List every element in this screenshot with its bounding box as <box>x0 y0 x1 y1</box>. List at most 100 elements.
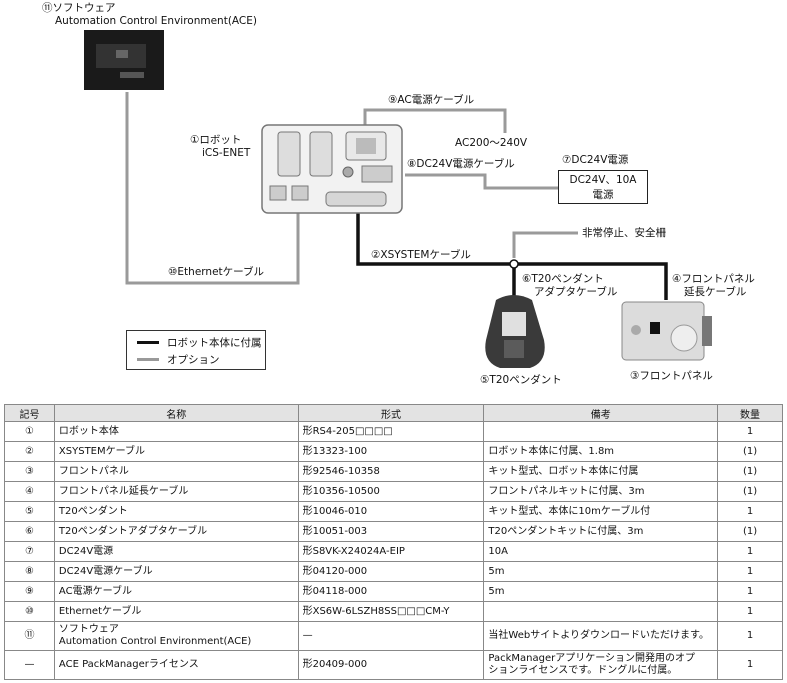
cell-name: T20ペンダント <box>53 501 299 522</box>
cell-qty: (1) <box>717 521 783 542</box>
front-ext-label-line2: 延長ケーブル <box>684 286 747 298</box>
cell-symbol: ③ <box>4 461 55 482</box>
cell-name: XSYSTEMケーブル <box>53 441 299 462</box>
legend: ロボット本体に付属 オプション <box>126 330 266 370</box>
cell-name: DC24V電源 <box>53 541 299 562</box>
cell-name: ソフトウェア Automation Control Environment(AC… <box>53 621 299 651</box>
legend-text-standard: ロボット本体に付属 <box>167 337 262 349</box>
cell-name: AC電源ケーブル <box>53 581 299 602</box>
ac-voltage-label: AC200～240V <box>455 137 528 149</box>
cell-symbol: — <box>4 650 55 680</box>
header-name: 名称 <box>53 404 299 422</box>
header-symbol: 記号 <box>4 404 55 422</box>
legend-text-option: オプション <box>167 354 220 366</box>
cell-note: フロントパネルキットに付属、3m <box>483 481 719 502</box>
front-panel <box>621 301 712 361</box>
cell-model: 形04118-000 <box>297 581 485 602</box>
dc-psu-title: ⑦DC24V電源 <box>562 154 629 166</box>
front-ext-label-line1: ④フロントパネル <box>672 273 755 285</box>
diagram-graphics <box>84 30 712 368</box>
cell-model: 形S8VK-X24024A-EIP <box>297 541 485 562</box>
cell-qty: 1 <box>717 601 783 622</box>
cell-qty: (1) <box>717 481 783 502</box>
software-label-line2: Automation Control Environment(ACE) <box>55 15 257 27</box>
cell-qty: 1 <box>717 561 783 582</box>
ethernet-cable-label: ⑩Ethernetケーブル <box>168 266 265 278</box>
cell-note: T20ペンダントキットに付属、3m <box>483 521 719 542</box>
adapter-label-line2: アダプタケーブル <box>534 286 618 298</box>
cell-model: 形13323-100 <box>297 441 485 462</box>
software-box <box>84 30 164 90</box>
cell-note <box>483 601 719 622</box>
dc-psu-box-line2: 電源 <box>592 189 614 201</box>
cell-qty: (1) <box>717 461 783 482</box>
cell-note <box>483 421 719 442</box>
cell-name: Ethernetケーブル <box>53 601 299 622</box>
cell-model: 形20409-000 <box>297 650 485 680</box>
cell-note: 5m <box>483 561 719 582</box>
legend-item-standard: ロボット本体に付属 <box>137 335 262 349</box>
dc-cable-label: ⑧DC24V電源ケーブル <box>407 158 515 170</box>
adapter-label-line1: ⑥T20ペンダント <box>522 273 604 285</box>
header-model: 形式 <box>297 404 485 422</box>
cell-name: DC24V電源ケーブル <box>53 561 299 582</box>
cell-qty: 1 <box>717 541 783 562</box>
cell-note: 5m <box>483 581 719 602</box>
estop-label: 非常停止、安全柵 <box>582 227 666 239</box>
cell-note: キット型式、ロボット本体に付属 <box>483 461 719 482</box>
cell-model: 形04120-000 <box>297 561 485 582</box>
cell-note: キット型式、本体に10mケーブル付 <box>483 501 719 522</box>
cell-qty: 1 <box>717 421 783 442</box>
cell-model: 形10046-010 <box>297 501 485 522</box>
cell-qty: (1) <box>717 441 783 462</box>
legend-swatch-black <box>137 341 159 344</box>
cell-note: 当社Webサイトよりダウンロードいただけます。 <box>483 621 719 651</box>
system-configuration-diagram: ⑪ソフトウェア Automation Control Environment(A… <box>42 2 755 386</box>
t20-pendant <box>485 295 545 368</box>
table-header-row: 記号 名称 形式 備考 数量 <box>4 404 783 422</box>
option-lines <box>125 92 578 285</box>
cell-note: ロボット本体に付属、1.8m <box>483 441 719 462</box>
dc-psu-box: DC24V、10A 電源 <box>558 170 648 204</box>
pendant-label: ⑤T20ペンダント <box>480 374 562 386</box>
cell-model: — <box>297 621 485 651</box>
cell-symbol: ⑪ <box>4 621 55 651</box>
header-qty: 数量 <box>717 404 783 422</box>
cell-qty: 1 <box>717 621 783 651</box>
cell-name: ACE PackManagerライセンス <box>53 650 299 680</box>
junction-dot <box>509 259 519 269</box>
cell-symbol: ④ <box>4 481 55 502</box>
cell-symbol: ⑧ <box>4 561 55 582</box>
cell-model: 形10356-10500 <box>297 481 485 502</box>
legend-item-option: オプション <box>137 352 262 366</box>
cell-name: フロントパネル <box>53 461 299 482</box>
dc-psu-box-line1: DC24V、10A <box>569 174 637 186</box>
cell-symbol: ⑤ <box>4 501 55 522</box>
cell-symbol: ② <box>4 441 55 462</box>
cell-symbol: ① <box>4 421 55 442</box>
robot-label-line1: ①ロボット <box>190 134 242 146</box>
legend-swatch-grey <box>137 358 159 361</box>
xsystem-cable-label: ②XSYSTEMケーブル <box>371 249 471 261</box>
header-note: 備考 <box>483 404 719 422</box>
cell-model: 形RS4-205□□□□ <box>297 421 485 442</box>
cell-qty: 1 <box>717 581 783 602</box>
robot-label-line2: iCS-ENET <box>202 147 251 159</box>
cell-model: 形92546-10358 <box>297 461 485 482</box>
cell-name: T20ペンダントアダプタケーブル <box>53 521 299 542</box>
cell-note: PackManagerアプリケーション開発用のオプ ションライセンスです。ドング… <box>483 650 719 680</box>
cell-symbol: ⑨ <box>4 581 55 602</box>
cell-note: 10A <box>483 541 719 562</box>
cell-symbol: ⑦ <box>4 541 55 562</box>
